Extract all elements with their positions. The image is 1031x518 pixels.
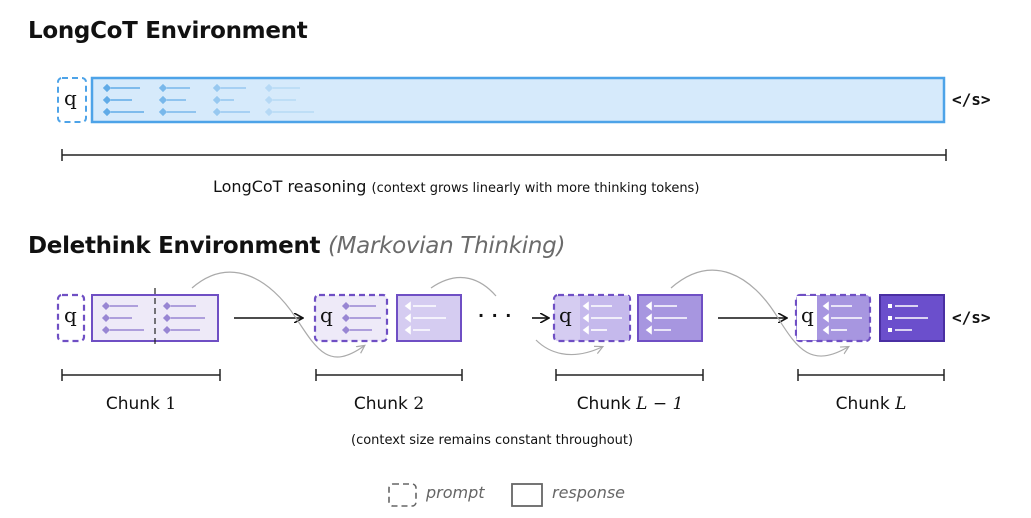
chunk-2-index: 2: [413, 394, 425, 414]
chunk-1-prompt-box: [56, 293, 86, 343]
legend-prompt-label: prompt: [426, 483, 485, 502]
chunk-l-label: Chunk L: [836, 394, 907, 414]
legend-prompt-swatch: [388, 483, 417, 507]
chunk-l-q-bg: [797, 296, 817, 340]
chunk-l-word: Chunk: [835, 394, 890, 414]
chunk-l-bracket: [797, 369, 945, 381]
chunk-l-minus-1-word: Chunk: [576, 394, 631, 414]
delethink-title: Delethink Environment (Markovian Thinkin…: [28, 233, 565, 259]
longcot-caption: LongCoT reasoning (context grows linearl…: [213, 177, 699, 196]
carryover-curves: [191, 269, 848, 358]
chunk-l-prompt-token: q: [801, 303, 814, 327]
delethink-title-main: Delethink Environment: [28, 233, 321, 259]
longcot-response-box: [90, 76, 946, 124]
longcot-title: LongCoT Environment: [28, 18, 308, 44]
chunk-1-group: [56, 288, 219, 348]
chunk-1-prompt-token: q: [64, 303, 77, 327]
delethink-caption: (context size remains constant throughou…: [351, 433, 634, 448]
chunk-2-bracket: [315, 369, 463, 381]
chunk-l-minus-1-bracket: [555, 369, 704, 381]
longcot-caption-note: (context grows linearly with more thinki…: [371, 181, 700, 196]
chunk-1-label: Chunk 1: [106, 394, 176, 414]
legend-response-swatch: [511, 483, 543, 507]
chunk-2-group: [313, 293, 462, 343]
chunk-l-minus-1-index: L − 1: [636, 394, 684, 414]
longcot-caption-main: LongCoT reasoning: [213, 177, 367, 196]
chunk-1-bracket: [61, 369, 221, 381]
chunk-2-prompt-token: q: [320, 303, 333, 327]
chunk-l-minus-1-group: [552, 293, 703, 343]
chunk-l-minus-1-label: Chunk L − 1: [577, 394, 684, 414]
carryover-curve-3-in: [535, 339, 602, 356]
carryover-curve-4: [670, 269, 848, 357]
chunk-1-word: Chunk: [105, 394, 160, 414]
chunk-l-minus-1-prompt-token: q: [559, 303, 572, 327]
chunk-brackets: [61, 369, 945, 381]
longcot-thought-lines: [102, 83, 314, 117]
chunk-2-label: Chunk 2: [354, 394, 424, 414]
carryover-curve-1: [191, 271, 364, 358]
chunk-2-word: Chunk: [353, 394, 408, 414]
longcot-prompt-box: [57, 77, 87, 123]
delethink-end-token: </s>: [952, 308, 991, 327]
longcot-extent-bracket: [61, 149, 947, 161]
longcot-prompt-token: q: [64, 86, 77, 110]
chunk-1-index: 1: [165, 394, 177, 414]
chunk-l-group: [794, 293, 945, 343]
delethink-subtitle: (Markovian Thinking): [327, 233, 566, 259]
chunk-l-index: L: [895, 394, 907, 414]
legend-response-label: response: [552, 483, 626, 502]
longcot-context-bar: [57, 76, 946, 124]
longcot-end-token: </s>: [952, 90, 991, 109]
chunk-ellipsis: · · ·: [478, 306, 513, 325]
carryover-curve-2-out: [430, 276, 497, 297]
